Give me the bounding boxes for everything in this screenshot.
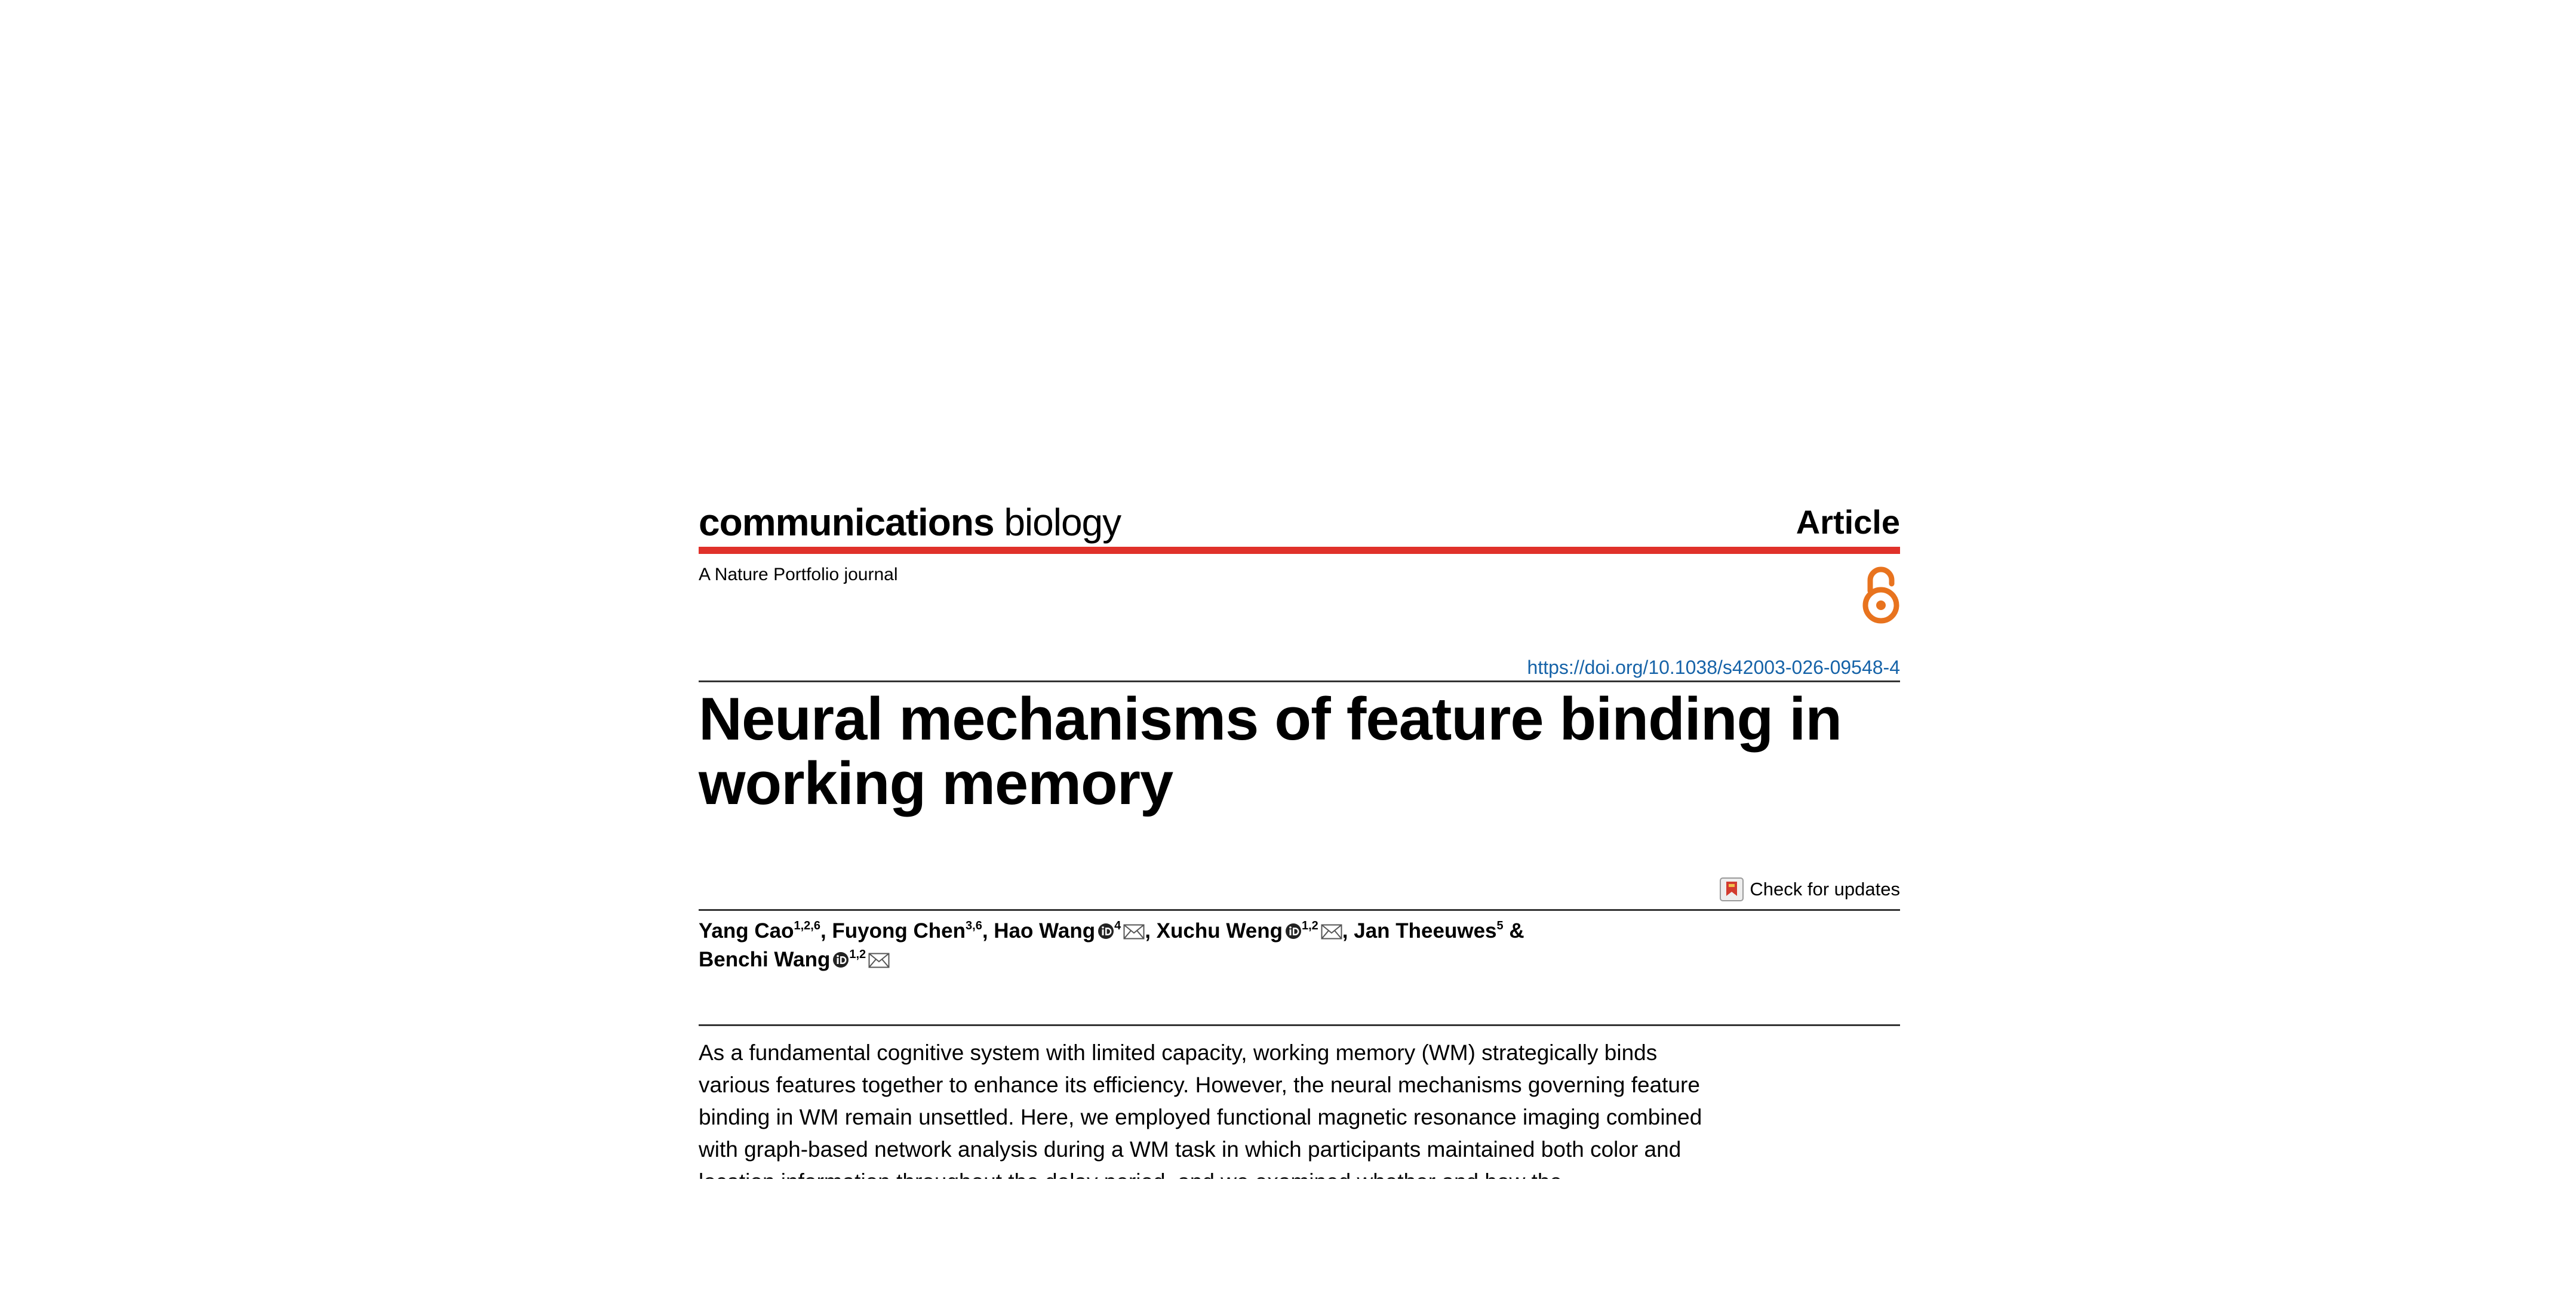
author-affiliation: 4: [1114, 919, 1121, 932]
author-affiliation: 1,2: [1301, 919, 1318, 932]
author-name: Hao Wang: [994, 919, 1096, 943]
updates-row: Check for updates: [699, 816, 1900, 909]
authors-top-rule: [699, 909, 1900, 911]
author[interactable]: Fuyong Chen3,6: [832, 919, 982, 943]
orcid-icon[interactable]: [832, 951, 849, 968]
author-name: Benchi Wang: [699, 948, 831, 971]
check-for-updates-button[interactable]: Check for updates: [1720, 877, 1900, 901]
header-red-rule: [699, 547, 1900, 554]
email-icon[interactable]: [868, 953, 890, 968]
author-separator: &: [1503, 919, 1524, 943]
author-separator: ,: [982, 919, 994, 943]
doi-row: https://doi.org/10.1038/s42003-026-09548…: [699, 643, 1900, 680]
check-for-updates-icon: [1720, 877, 1744, 901]
email-icon[interactable]: [1321, 924, 1342, 940]
author[interactable]: Benchi Wang 1,2: [699, 948, 890, 971]
author[interactable]: Hao Wang 4: [994, 919, 1145, 943]
author-affiliation: 3,6: [966, 919, 982, 932]
author[interactable]: Jan Theeuwes5: [1354, 919, 1503, 943]
author-name: Xuchu Weng: [1156, 919, 1283, 943]
portfolio-label: A Nature Portfolio journal: [699, 565, 898, 584]
author-name: Yang Cao: [699, 919, 794, 943]
journal-name: communications biology: [699, 500, 1121, 544]
author[interactable]: Xuchu Weng 1,2: [1157, 919, 1342, 943]
author-affiliation: 5: [1496, 919, 1504, 932]
author[interactable]: Yang Cao1,2,6: [699, 919, 820, 943]
journal-name-light: biology: [1004, 501, 1121, 544]
check-for-updates-label: Check for updates: [1750, 879, 1900, 900]
email-icon[interactable]: [1123, 924, 1145, 940]
orcid-icon[interactable]: [1285, 923, 1302, 940]
title-top-rule: [699, 680, 1900, 682]
author-separator: ,: [1342, 919, 1354, 943]
author-name: Jan Theeuwes: [1354, 919, 1497, 943]
author-name: Fuyong Chen: [832, 919, 966, 943]
article-title: Neural mechanisms of feature binding in …: [699, 686, 1842, 817]
article-first-page: communications biology Article A Nature …: [699, 489, 1900, 1201]
abstract-top-rule: [699, 1024, 1900, 1026]
doi-link[interactable]: https://doi.org/10.1038/s42003-026-09548…: [1527, 657, 1900, 678]
abstract-text: As a fundamental cognitive system with l…: [699, 1040, 1702, 1179]
author-list: Yang Cao1,2,6, Fuyong Chen3,6, Hao Wang 4…: [699, 917, 1594, 974]
open-access-icon: [1862, 566, 1899, 624]
author-separator: ,: [1145, 919, 1157, 943]
author-affiliation: 1,2: [849, 948, 866, 961]
orcid-icon[interactable]: [1098, 923, 1114, 940]
journal-name-bold: communications: [699, 501, 995, 544]
article-type-label: Article: [1796, 503, 1900, 541]
sub-header: A Nature Portfolio journal: [699, 554, 1900, 643]
author-separator: ,: [820, 919, 832, 943]
author-affiliation: 1,2,6: [794, 919, 820, 932]
journal-header: communications biology Article: [699, 489, 1900, 544]
